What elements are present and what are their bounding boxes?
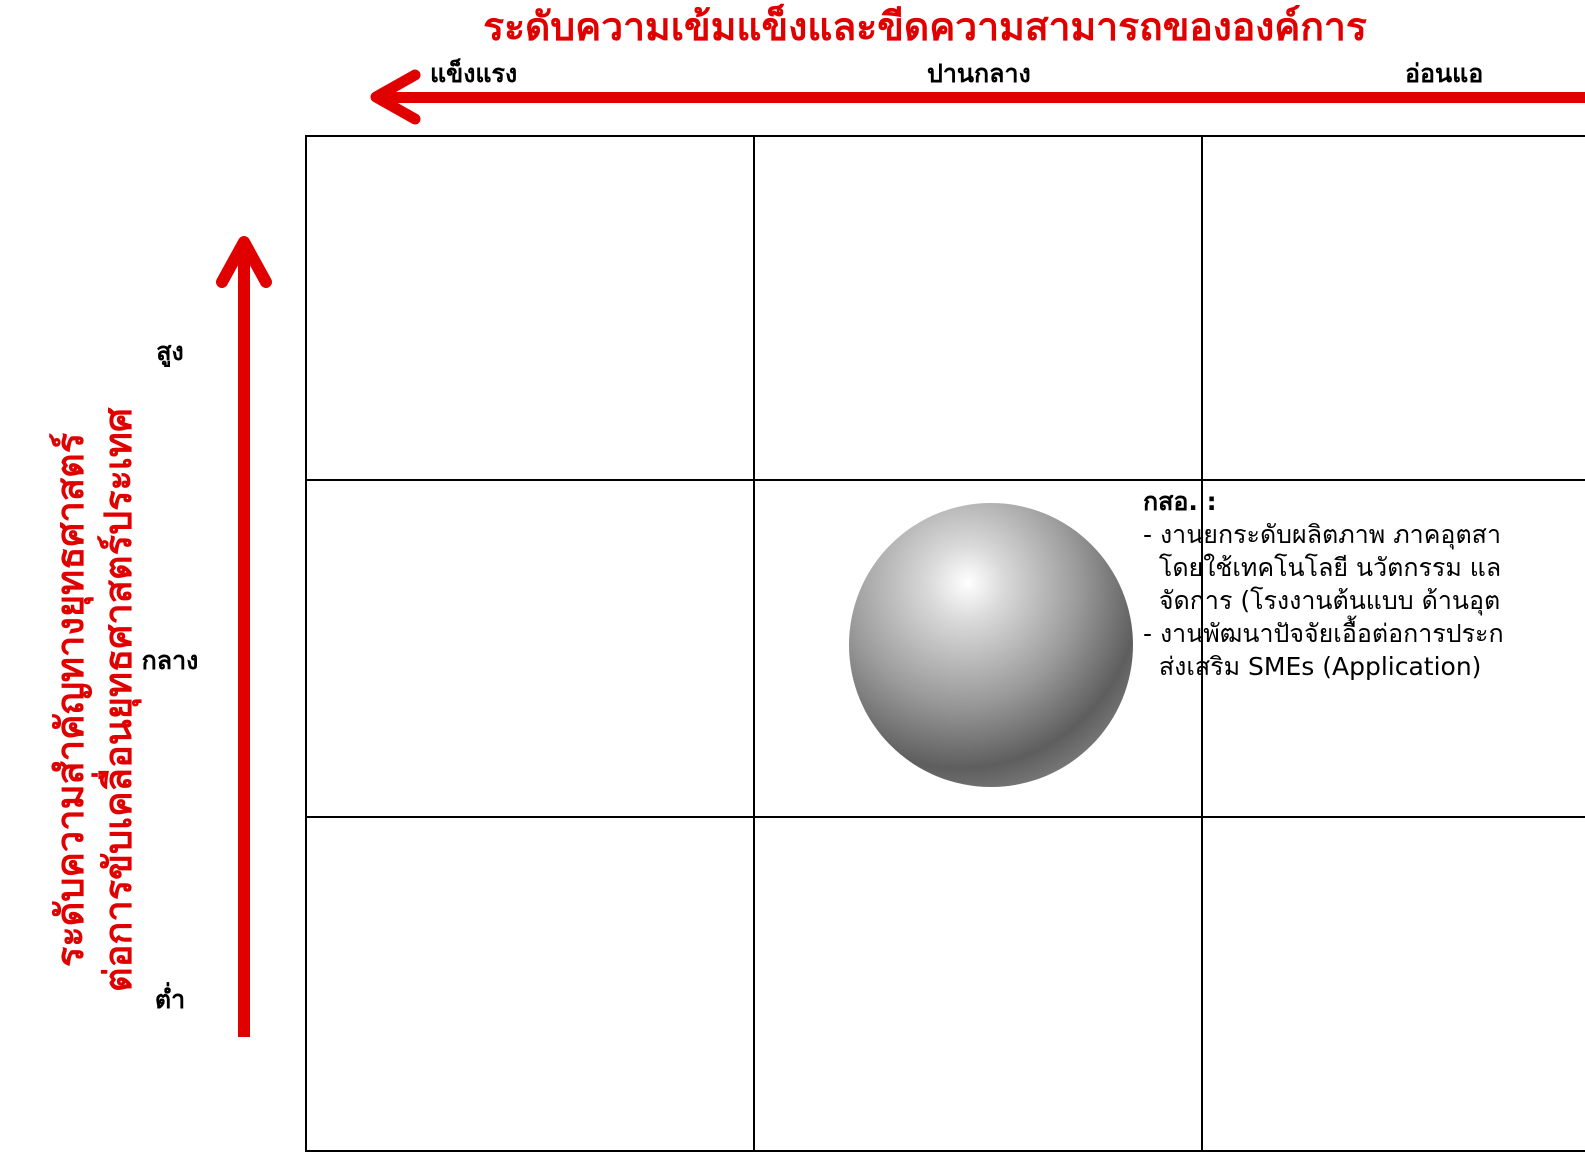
y-label-medium: กลาง (141, 646, 199, 675)
annotation-text-block: กสอ. : - งานยกระดับผลิตภาพ ภาคอุตสา โดยใ… (1143, 485, 1585, 683)
y-axis-title-line-1: ระดับความสำคัญทางยุทธศาสตร์ (48, 432, 92, 968)
grid-divider-vertical-1 (753, 137, 755, 1150)
x-axis-title: ระดับความเข้มแข็งและขีดความสามารถขององค์… (483, 5, 1367, 50)
x-label-weak: อ่อนแอ (1405, 59, 1484, 88)
y-axis-title: ระดับความสำคัญทางยุทธศาสตร์ ต่อการขับเคล… (46, 408, 142, 992)
annotation-line-4: - งานพัฒนาปัจจัยเอื้อต่อการประก (1143, 619, 1504, 648)
annotation-line-1: - งานยกระดับผลิตภาพ ภาคอุตสา (1143, 520, 1501, 549)
grid-divider-vertical-2 (1201, 137, 1203, 1150)
annotation-line-2: โดยใช้เทคโนโลยี นวัตกรรม แล (1143, 553, 1502, 582)
x-label-medium: ปานกลาง (927, 59, 1031, 88)
y-axis-title-line-2: ต่อการขับเคลื่อนยุทธศาสตร์ประเทศ (96, 407, 140, 993)
annotation-line-3: จัดการ (โรงงานต้นแบบ ด้านอุต (1143, 586, 1501, 615)
annotation-line-5: ส่งเสริม SMEs (Application) (1143, 652, 1482, 681)
grid-divider-horizontal-2 (307, 816, 1585, 818)
matrix-grid (305, 135, 1585, 1152)
grid-divider-horizontal-1 (307, 479, 1585, 481)
y-label-high: สูง (156, 337, 184, 366)
annotation-heading: กสอ. : (1143, 487, 1217, 516)
y-label-low: ต่ำ (154, 985, 186, 1014)
x-label-strong: แข็งแรง (430, 59, 518, 88)
